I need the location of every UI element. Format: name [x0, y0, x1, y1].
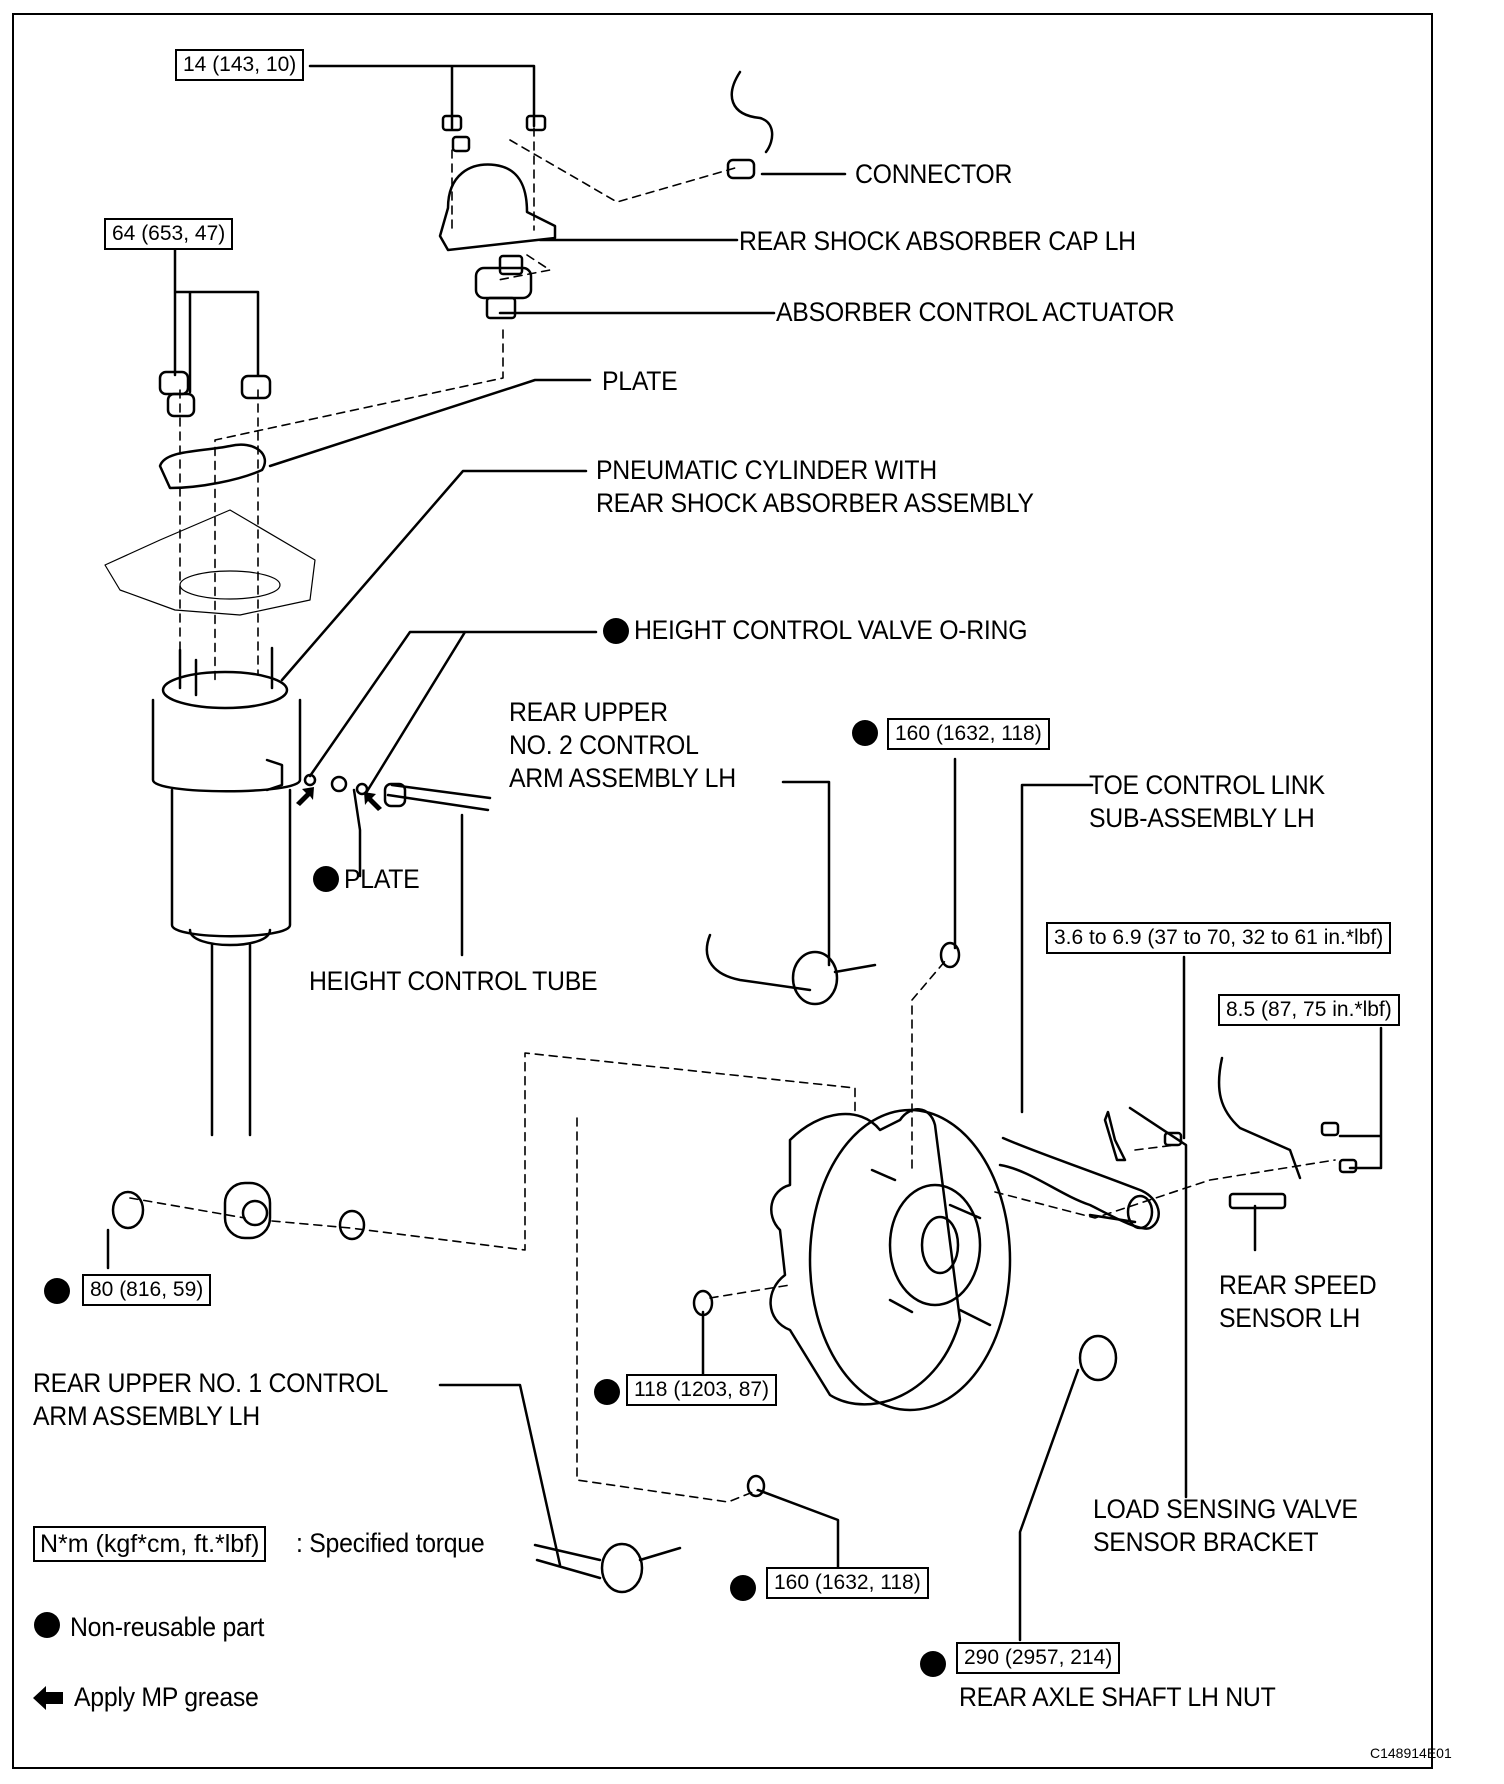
label-rear-speed-sensor-1: REAR SPEED	[1219, 1270, 1377, 1300]
label-upper-no1-arm-2: ARM ASSEMBLY LH	[33, 1401, 260, 1431]
label-load-sensing-bracket-1: LOAD SENSING VALVE	[1093, 1494, 1358, 1524]
leader-oring	[308, 630, 598, 795]
part-knuckle-nut	[692, 1289, 714, 1317]
label-height-control-tube: HEIGHT CONTROL TUBE	[309, 966, 598, 996]
torque-axle-nut: 290 (2957, 214)	[956, 1642, 1121, 1674]
figure-id: C148914E01	[1370, 1745, 1452, 1761]
label-plate-upper: PLATE	[602, 366, 678, 396]
part-upper-no1-arm	[533, 1474, 766, 1594]
part-upper-no2-arm	[705, 933, 961, 1006]
grease-arrow-icon	[296, 787, 314, 806]
part-oring-plate-tube	[303, 773, 492, 812]
non-reusable-dot-icon	[44, 1278, 70, 1304]
leader-upper-no1	[438, 1383, 562, 1567]
label-load-sensing-bracket-2: SENSOR BRACKET	[1093, 1527, 1319, 1557]
part-body-mount	[104, 509, 316, 616]
label-upper-no1-arm-1: REAR UPPER NO. 1 CONTROL	[33, 1368, 389, 1398]
legend-grease-arrow-icon	[33, 1686, 63, 1710]
label-rear-axle-shaft-nut: REAR AXLE SHAFT LH NUT	[959, 1682, 1276, 1712]
label-upper-no2-arm-3: ARM ASSEMBLY LH	[509, 763, 736, 793]
torque-lower-shock-bolt: 80 (816, 59)	[82, 1274, 212, 1306]
leader-lines	[106, 64, 1383, 1642]
label-rear-speed-sensor-2: SENSOR LH	[1219, 1303, 1361, 1333]
label-upper-no2-arm-2: NO. 2 CONTROL	[509, 730, 699, 760]
label-plate-lower: PLATE	[344, 864, 420, 894]
leader-upper-mount-nuts	[173, 240, 260, 394]
part-load-bracket	[1103, 1110, 1183, 1162]
non-reusable-dot-icon	[594, 1379, 620, 1405]
legend-non-reusable-dot-icon	[34, 1612, 60, 1638]
part-toe-link	[998, 1136, 1160, 1230]
torque-cap-nuts: 14 (143, 10)	[175, 49, 305, 81]
label-absorber-control-actuator: ABSORBER CONTROL ACTUATOR	[776, 297, 1175, 327]
legend-torque-desc: : Specified torque	[296, 1528, 485, 1558]
legend-torque-unit: N*m (kgf*cm, ft.*lbf)	[33, 1526, 267, 1562]
leader-speed-bolts	[1338, 1026, 1383, 1170]
label-toe-control-link-1: TOE CONTROL LINK	[1089, 770, 1325, 800]
leader-cap-nuts	[308, 64, 536, 130]
torque-no2-arm-nut: 160 (1632, 118)	[887, 718, 1050, 750]
legend-grease-text: Apply MP grease	[74, 1682, 259, 1712]
label-upper-no2-arm-1: REAR UPPER	[509, 697, 668, 727]
label-toe-control-link-2: SUB-ASSEMBLY LH	[1089, 803, 1315, 833]
non-reusable-dot-icon	[313, 866, 339, 892]
part-actuator	[474, 254, 533, 320]
part-upper-mount-nuts	[158, 370, 272, 418]
torque-toe-bracket-bolt: 3.6 to 6.9 (37 to 70, 32 to 61 in.*lbf)	[1046, 922, 1392, 954]
part-upper-plate	[158, 443, 267, 490]
label-pneumatic-cylinder-1: PNEUMATIC CYLINDER WITH	[596, 455, 937, 485]
torque-no1-arm-nut: 160 (1632, 118)	[766, 1567, 929, 1599]
leader-upper-no2	[781, 780, 831, 967]
label-shock-absorber-cap: REAR SHOCK ABSORBER CAP LH	[739, 226, 1136, 256]
leader-no1-nut	[756, 1488, 840, 1569]
label-connector: CONNECTOR	[855, 159, 1013, 189]
leader-axle-nut	[1018, 1368, 1080, 1642]
non-reusable-dot-icon	[603, 618, 629, 644]
leader-toe	[1020, 783, 1094, 1114]
leader-plate-lower	[352, 788, 362, 878]
torque-knuckle-nut: 118 (1203, 87)	[626, 1374, 778, 1406]
part-speed-sensor	[1217, 1056, 1358, 1210]
part-axle-nut	[1078, 1334, 1118, 1382]
leader-cylinder	[280, 469, 588, 682]
part-knuckle-hub	[769, 1108, 1012, 1412]
torque-speed-sensor-bolts: 8.5 (87, 75 in.*lbf)	[1218, 994, 1400, 1026]
leader-plate-upper	[268, 378, 592, 468]
part-shock-cap	[438, 163, 557, 252]
diagram-frame	[12, 13, 1433, 1769]
non-reusable-dot-icon	[852, 720, 878, 746]
part-shock-absorber	[151, 646, 302, 1240]
grease-arrow-icon	[364, 792, 382, 811]
part-connector	[726, 70, 774, 180]
legend-non-reusable-text: Non-reusable part	[70, 1612, 265, 1642]
leader-load-bracket	[1128, 1106, 1188, 1499]
label-pneumatic-cylinder-2: REAR SHOCK ABSORBER ASSEMBLY	[596, 488, 1034, 518]
label-height-control-valve-oring: HEIGHT CONTROL VALVE O-RING	[634, 615, 1028, 645]
torque-upper-mount-nuts: 64 (653, 47)	[104, 218, 234, 250]
non-reusable-dot-icon	[920, 1651, 946, 1677]
part-cap-nuts	[441, 114, 547, 153]
part-lower-shock-bolt	[111, 1190, 366, 1241]
non-reusable-dot-icon	[730, 1575, 756, 1601]
